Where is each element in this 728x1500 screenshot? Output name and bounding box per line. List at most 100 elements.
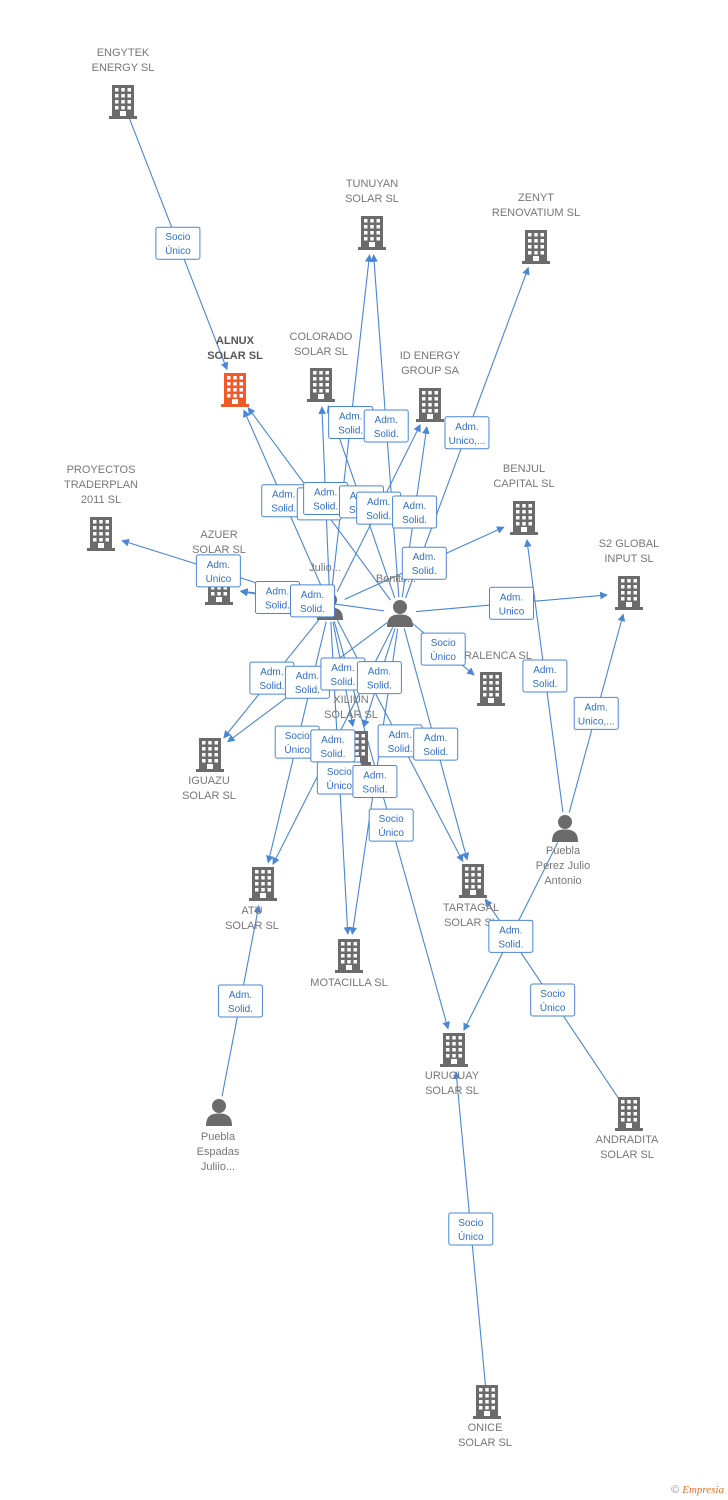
- person-icon[interactable]: [206, 1099, 232, 1126]
- node-proyectos[interactable]: PROYECTOS TRADERPLAN 2011 SL: [64, 464, 138, 551]
- node-label[interactable]: SOLAR SL: [458, 1437, 512, 1449]
- building-icon[interactable]: [615, 1097, 643, 1131]
- node-label[interactable]: ZENYT: [518, 192, 554, 204]
- node-benjul[interactable]: BENJUL CAPITAL SL: [493, 463, 555, 535]
- node-idenergy[interactable]: ID ENERGY GROUP SA: [400, 350, 461, 422]
- node-label[interactable]: MOTACILLA SL: [310, 977, 387, 989]
- node-motacilla[interactable]: MOTACILLA SL: [310, 939, 388, 989]
- building-icon[interactable]: [221, 373, 249, 407]
- node-label[interactable]: ONICE: [468, 1422, 503, 1434]
- node-julio[interactable]: Julio...: [309, 562, 343, 620]
- node-label[interactable]: SOLAR SL: [207, 350, 263, 362]
- node-label[interactable]: SOLAR SL: [425, 1085, 479, 1097]
- building-icon[interactable]: [440, 1033, 468, 1067]
- node-label[interactable]: TARTAGAL: [443, 902, 499, 914]
- node-label[interactable]: SOLAR SL: [192, 544, 246, 556]
- building-icon[interactable]: [358, 216, 386, 250]
- node-zenyt[interactable]: ZENYT RENOVATIUM SL: [492, 192, 580, 264]
- node-alnux[interactable]: ALNUX SOLAR SL: [207, 335, 263, 407]
- node-label[interactable]: PARALENCA SL: [450, 650, 532, 662]
- node-label[interactable]: Julio...: [309, 562, 341, 574]
- node-label[interactable]: TUNUYAN: [346, 178, 398, 190]
- edge-label[interactable]: Adm.Solid.: [488, 919, 534, 953]
- edge-label[interactable]: Adm.Solid.: [363, 409, 409, 443]
- node-azuer[interactable]: AZUER SOLAR SL: [192, 529, 246, 605]
- node-label[interactable]: RENOVATIUM SL: [492, 207, 580, 219]
- node-colorado[interactable]: COLORADO SOLAR SL: [290, 331, 353, 402]
- edge-label[interactable]: Adm.Unico,...: [573, 696, 619, 730]
- node-label[interactable]: COLORADO: [290, 331, 353, 343]
- node-paralenca[interactable]: PARALENCA SL: [450, 650, 532, 706]
- node-label[interactable]: ENERGY SL: [92, 62, 155, 74]
- node-label[interactable]: SOLAR SL: [294, 346, 348, 358]
- node-puebla_espadas[interactable]: PueblaEspadasJuliio...: [197, 1099, 240, 1173]
- building-icon[interactable]: [249, 867, 277, 901]
- node-label[interactable]: ATU: [241, 905, 262, 917]
- building-icon[interactable]: [416, 388, 444, 422]
- edge-label[interactable]: Adm.Solid.: [261, 484, 307, 518]
- building-icon[interactable]: [510, 501, 538, 535]
- edge-label[interactable]: Adm.Solid.: [328, 405, 374, 439]
- edge-label[interactable]: Adm.Solid.: [356, 661, 402, 695]
- node-label[interactable]: Juliio...: [201, 1161, 235, 1173]
- node-label[interactable]: XILIUN: [333, 694, 369, 706]
- edge-label[interactable]: Adm.Solid.: [217, 984, 263, 1018]
- edge-label[interactable]: Adm.Solid.: [284, 665, 330, 699]
- building-icon[interactable]: [459, 864, 487, 898]
- node-label[interactable]: TRADERPLAN: [64, 479, 138, 491]
- building-icon[interactable]: [196, 738, 224, 772]
- edge-label[interactable]: Adm.Solid.: [289, 584, 335, 618]
- person-icon[interactable]: [387, 600, 413, 627]
- edge-label[interactable]: Adm.Unico,...: [444, 416, 490, 450]
- node-label[interactable]: AZUER: [200, 529, 237, 541]
- building-icon[interactable]: [109, 85, 137, 119]
- edge-label[interactable]: Adm.Solid.: [413, 727, 459, 761]
- node-iguazu[interactable]: IGUAZU SOLAR SL: [182, 738, 236, 802]
- building-icon[interactable]: [477, 672, 505, 706]
- node-label[interactable]: PROYECTOS: [67, 464, 136, 476]
- edge-label[interactable]: Adm.Solid.: [356, 491, 402, 525]
- node-label[interactable]: Antonio: [544, 875, 581, 887]
- edge-label[interactable]: Adm.Solid.: [320, 657, 366, 691]
- node-xiliun[interactable]: XILIUN SOLAR SL: [324, 694, 378, 765]
- node-label[interactable]: ID ENERGY: [400, 350, 461, 362]
- edge-label[interactable]: Adm.Solid.: [522, 659, 568, 693]
- node-label[interactable]: IGUAZU: [188, 775, 230, 787]
- edge-label[interactable]: Adm.Solid.: [401, 546, 447, 580]
- edge-label[interactable]: Adm.Unico: [195, 554, 241, 588]
- building-icon[interactable]: [615, 576, 643, 610]
- node-label[interactable]: SOLAR SL: [182, 790, 236, 802]
- node-label[interactable]: ANDRADITA: [596, 1134, 659, 1146]
- node-label[interactable]: Espadas: [197, 1146, 240, 1158]
- node-label[interactable]: ALNUX: [216, 335, 255, 347]
- node-label[interactable]: SOLAR SL: [324, 709, 378, 721]
- empresia-logo[interactable]: Empresia: [682, 1484, 724, 1496]
- node-label[interactable]: BENJUL: [503, 463, 545, 475]
- node-benito[interactable]: Benito...: [376, 573, 416, 627]
- node-label[interactable]: S2 GLOBAL: [599, 538, 660, 550]
- node-label[interactable]: CAPITAL SL: [493, 478, 554, 490]
- person-icon[interactable]: [552, 815, 578, 842]
- edge-label[interactable]: Adm.Solid.: [377, 724, 423, 758]
- node-label[interactable]: GROUP SA: [401, 365, 460, 377]
- node-onice[interactable]: ONICE SOLAR SL: [458, 1385, 512, 1449]
- node-label[interactable]: Puebla: [546, 845, 581, 857]
- edge-label[interactable]: Adm.Solid.: [310, 729, 356, 763]
- building-icon[interactable]: [335, 939, 363, 973]
- building-icon[interactable]: [522, 230, 550, 264]
- node-label[interactable]: Puebla: [201, 1131, 236, 1143]
- edge-label[interactable]: Adm.Solid.: [352, 765, 398, 799]
- node-label[interactable]: 2011 SL: [81, 494, 121, 506]
- edge-label[interactable]: Adm.Solid.: [392, 495, 438, 529]
